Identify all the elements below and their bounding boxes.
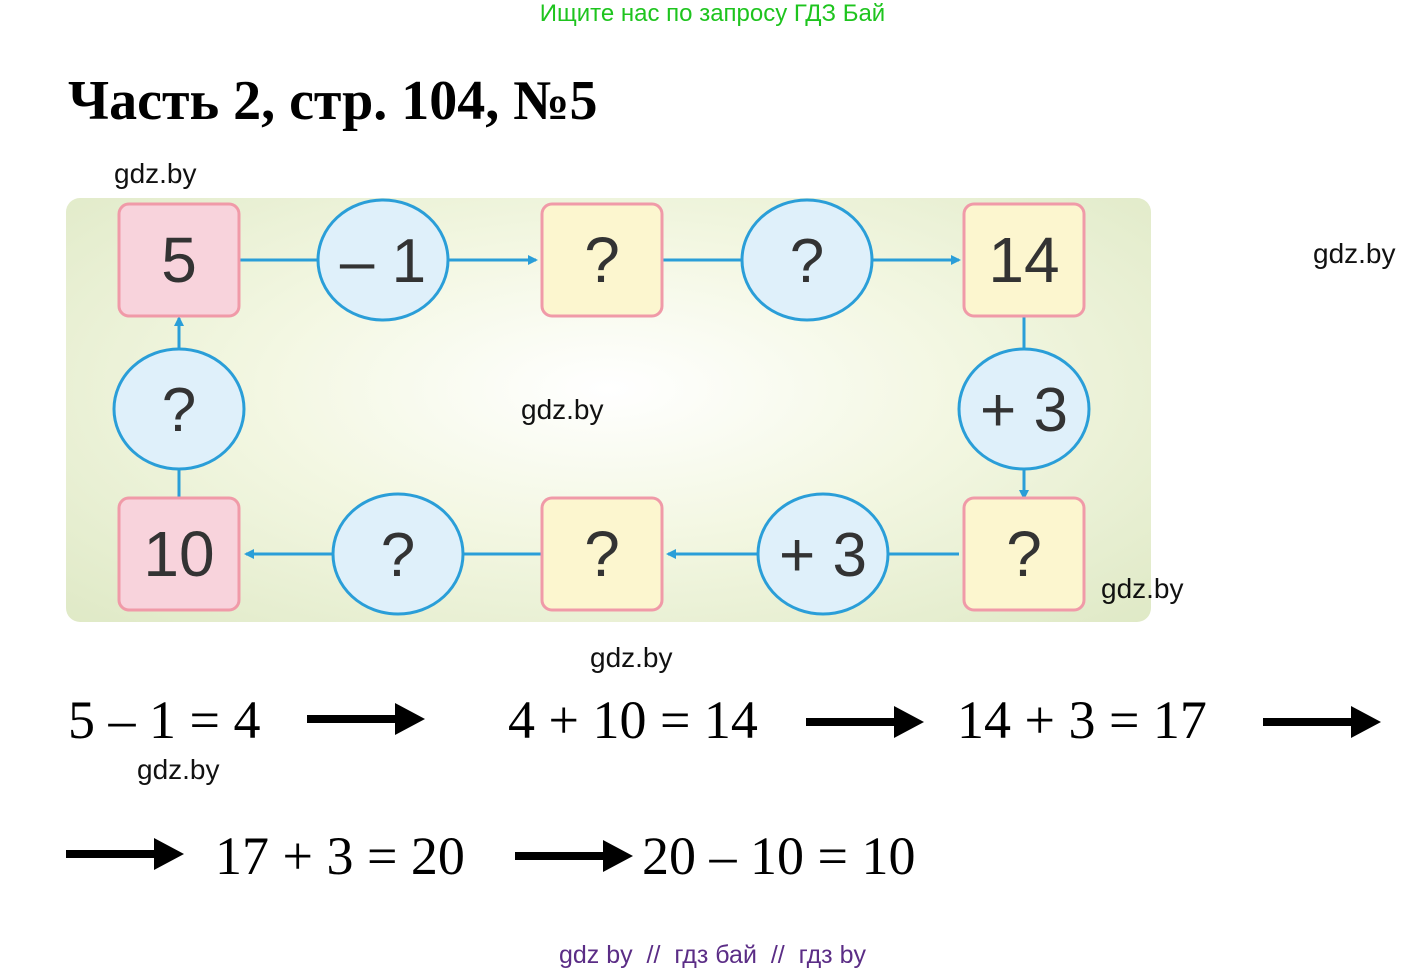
number-box-text: 5 xyxy=(161,224,197,296)
page-title: Часть 2, стр. 104, №5 xyxy=(68,70,598,132)
arrow-right-icon xyxy=(806,706,924,738)
number-box-text: 14 xyxy=(988,224,1059,296)
equation-2: 4 + 10 = 14 xyxy=(508,690,758,750)
number-box-bottom-right: ? xyxy=(962,496,1086,612)
number-box-bottom-middle: ? xyxy=(540,496,664,612)
operation-oval-op-top-2: ? xyxy=(740,198,874,322)
number-box-bottom-left: 10 xyxy=(117,496,241,612)
equation-5: 20 – 10 = 10 xyxy=(642,826,916,886)
arrow-right-icon xyxy=(307,703,425,735)
operation-oval-op-bottom-1: + 3 xyxy=(756,492,890,616)
operation-oval-text: + 3 xyxy=(779,521,867,590)
operation-oval-text: + 3 xyxy=(980,376,1068,445)
arrow-right-icon xyxy=(1263,706,1381,738)
watermark: gdz.by xyxy=(590,642,673,673)
equation-4: 17 + 3 = 20 xyxy=(215,826,465,886)
watermark: gdz.by xyxy=(114,158,197,189)
number-box-text: ? xyxy=(584,224,620,296)
watermark: gdz.by xyxy=(521,394,604,425)
operation-oval-text: ? xyxy=(162,376,196,445)
operation-oval-op-bottom-2: ? xyxy=(331,492,465,616)
number-box-text: 10 xyxy=(143,518,214,590)
number-box-top-right: 14 xyxy=(962,202,1086,318)
arrow-right-icon xyxy=(515,840,633,872)
operation-oval-op-top-1: – 1 xyxy=(316,198,450,322)
number-box-top-start: 5 xyxy=(117,202,241,318)
equation-1: 5 – 1 = 4 xyxy=(68,690,261,750)
chain-diagram-svg: 5? 14?? 10 – 1? + 3 + 3?? xyxy=(112,198,1091,616)
equation-3: 14 + 3 = 17 xyxy=(957,690,1207,750)
watermark: gdz.by xyxy=(1101,573,1184,604)
number-box-top-middle: ? xyxy=(540,202,664,318)
footer-links: gdz by // гдз бай // гдз by xyxy=(558,941,866,969)
top-banner: Ищите нас по запросу ГДЗ Бай xyxy=(539,0,886,27)
operation-oval-text: ? xyxy=(790,227,824,296)
operation-oval-op-left: ? xyxy=(112,347,246,471)
number-box-text: ? xyxy=(1006,518,1042,590)
arrow-right-icon xyxy=(66,838,184,870)
operation-oval-text: ? xyxy=(381,521,415,590)
operation-oval-text: – 1 xyxy=(340,227,426,296)
operation-oval-op-right: + 3 xyxy=(957,347,1091,471)
chain-diagram: 5? 14?? 10 – 1? + 3 + 3?? xyxy=(66,198,1151,622)
watermark: gdz.by xyxy=(1313,238,1396,269)
number-box-text: ? xyxy=(584,518,620,590)
watermark: gdz.by xyxy=(137,754,220,785)
